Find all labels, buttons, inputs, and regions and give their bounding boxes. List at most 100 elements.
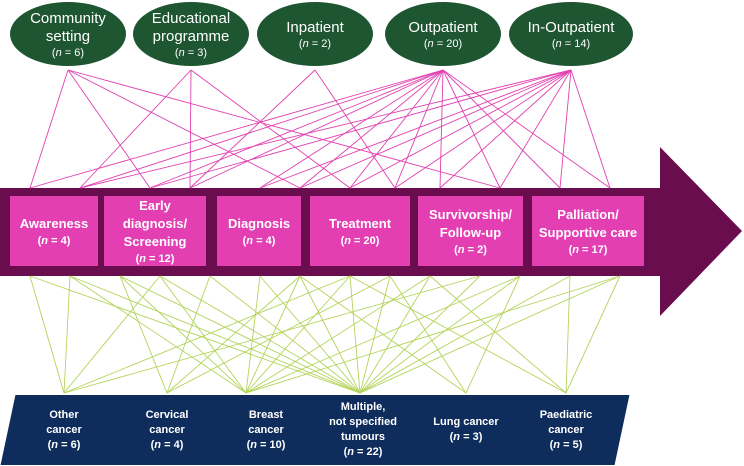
- cancer-count: 6: [70, 438, 77, 451]
- cancer-count: 3: [472, 431, 479, 443]
- setting-count: 6: [74, 46, 81, 59]
- connector-line: [499, 69, 572, 189]
- connector-line: [29, 69, 69, 189]
- connector-line: [259, 69, 444, 189]
- cancer-breast: Breast cancer (n = 10): [202, 395, 330, 465]
- connector-line: [63, 275, 351, 394]
- cancer-paediatric: Paediatric cancer (n = 5): [502, 395, 630, 465]
- stage-survivorship: Survivorship/ Follow-up (n = 2): [418, 196, 523, 266]
- cancer-multiple: Multiple, not specified tumours (n = 22): [299, 395, 427, 465]
- connector-line: [559, 69, 572, 189]
- connector-line: [189, 69, 192, 189]
- setting-inpatient: Inpatient (n = 2): [257, 2, 373, 66]
- connector-line: [79, 69, 444, 189]
- stage-treatment: Treatment (n = 20): [310, 196, 410, 266]
- connector-line: [245, 275, 621, 394]
- stage-diagnosis: Diagnosis (n = 4): [217, 196, 301, 266]
- connector-line: [245, 275, 261, 394]
- connector-line: [359, 275, 481, 394]
- connector-line: [442, 69, 561, 189]
- connector-line: [149, 69, 444, 189]
- connector-line: [439, 69, 572, 189]
- connector-line: [359, 275, 391, 394]
- cancer-lung: Lung cancer (n = 3): [402, 395, 530, 465]
- connector-line: [69, 275, 247, 394]
- connector-line: [359, 275, 621, 394]
- setting-count: 14: [574, 37, 587, 50]
- connector-line: [63, 275, 71, 394]
- setting-count: 2: [321, 37, 328, 50]
- stage-count: 20: [363, 235, 376, 247]
- connector-line: [245, 275, 301, 394]
- connector-line: [349, 69, 444, 189]
- stage-count: 2: [477, 244, 484, 256]
- connector-line: [570, 69, 611, 189]
- connector-line: [119, 275, 361, 394]
- cancer-label: Lung cancer: [433, 416, 499, 428]
- setting-label: Outpatient: [408, 18, 478, 36]
- connector-line: [79, 69, 572, 189]
- setting-label: Community setting: [30, 9, 106, 45]
- stage-label: Treatment: [328, 216, 392, 231]
- connector-line: [349, 69, 572, 189]
- cancer-count: 10: [269, 438, 282, 451]
- connector-line: [67, 69, 501, 189]
- setting-count: 3: [197, 46, 204, 59]
- cancer-count: 22: [366, 446, 379, 458]
- cancer-label: Paediatric cancer: [539, 408, 593, 436]
- cancer-label: Breast cancer: [248, 408, 284, 436]
- connector-line: [299, 275, 361, 394]
- connector-line: [159, 275, 361, 394]
- connector-line: [394, 69, 444, 189]
- stage-label: Palliation/ Supportive care: [538, 207, 638, 240]
- setting-stage-links: [29, 69, 611, 189]
- stage-awareness: Awareness (n = 4): [10, 196, 98, 266]
- connector-line: [359, 275, 571, 394]
- connector-line: [465, 275, 521, 394]
- connector-line: [245, 275, 351, 394]
- setting-outpatient: Outpatient (n = 20): [385, 2, 501, 66]
- connector-line: [442, 69, 501, 189]
- stage-early-diagnosis: Early diagnosis/ Screening (n = 12): [104, 196, 206, 266]
- stage-count: 4: [60, 235, 67, 247]
- cancer-label: Multiple, not specified tumours: [329, 401, 397, 443]
- connector-line: [442, 69, 611, 189]
- connector-line: [439, 69, 444, 189]
- setting-label: Inpatient: [286, 18, 344, 36]
- connector-line: [119, 275, 247, 394]
- stage-label: Survivorship/ Follow-up: [428, 207, 513, 240]
- setting-count: 20: [446, 37, 459, 50]
- cancer-count: 5: [572, 438, 579, 451]
- connector-line: [209, 275, 361, 394]
- connector-line: [565, 275, 621, 394]
- connector-line: [166, 275, 301, 394]
- connector-line: [159, 275, 247, 394]
- cancer-label: Cervical cancer: [145, 408, 189, 436]
- stage-count: 12: [158, 253, 171, 265]
- connector-line: [359, 275, 431, 394]
- cancer-cervical: Cervical cancer (n = 4): [103, 395, 231, 465]
- connector-line: [149, 69, 572, 189]
- connector-line: [166, 275, 211, 394]
- connector-line: [259, 69, 572, 189]
- connector-line: [67, 69, 151, 189]
- stage-palliation: Palliation/ Supportive care (n = 17): [532, 196, 644, 266]
- connector-line: [67, 69, 301, 189]
- connector-line: [166, 275, 391, 394]
- cancer-count: 4: [173, 438, 180, 451]
- connector-line: [299, 69, 444, 189]
- stage-label: Early diagnosis/ Screening: [122, 198, 188, 249]
- connector-line: [429, 275, 567, 394]
- setting-in-outpatient: In-Outpatient (n = 14): [509, 2, 633, 66]
- connector-line: [119, 275, 168, 394]
- connector-line: [259, 275, 361, 394]
- stage-count: 17: [591, 244, 604, 256]
- connector-line: [299, 69, 572, 189]
- connector-line: [394, 69, 572, 189]
- connector-line: [245, 275, 431, 394]
- stage-label: Diagnosis: [227, 216, 291, 231]
- connector-line: [189, 69, 316, 189]
- setting-community: Community setting (n = 6): [10, 2, 126, 66]
- stage-cancer-links: [29, 275, 621, 394]
- connector-line: [63, 275, 161, 394]
